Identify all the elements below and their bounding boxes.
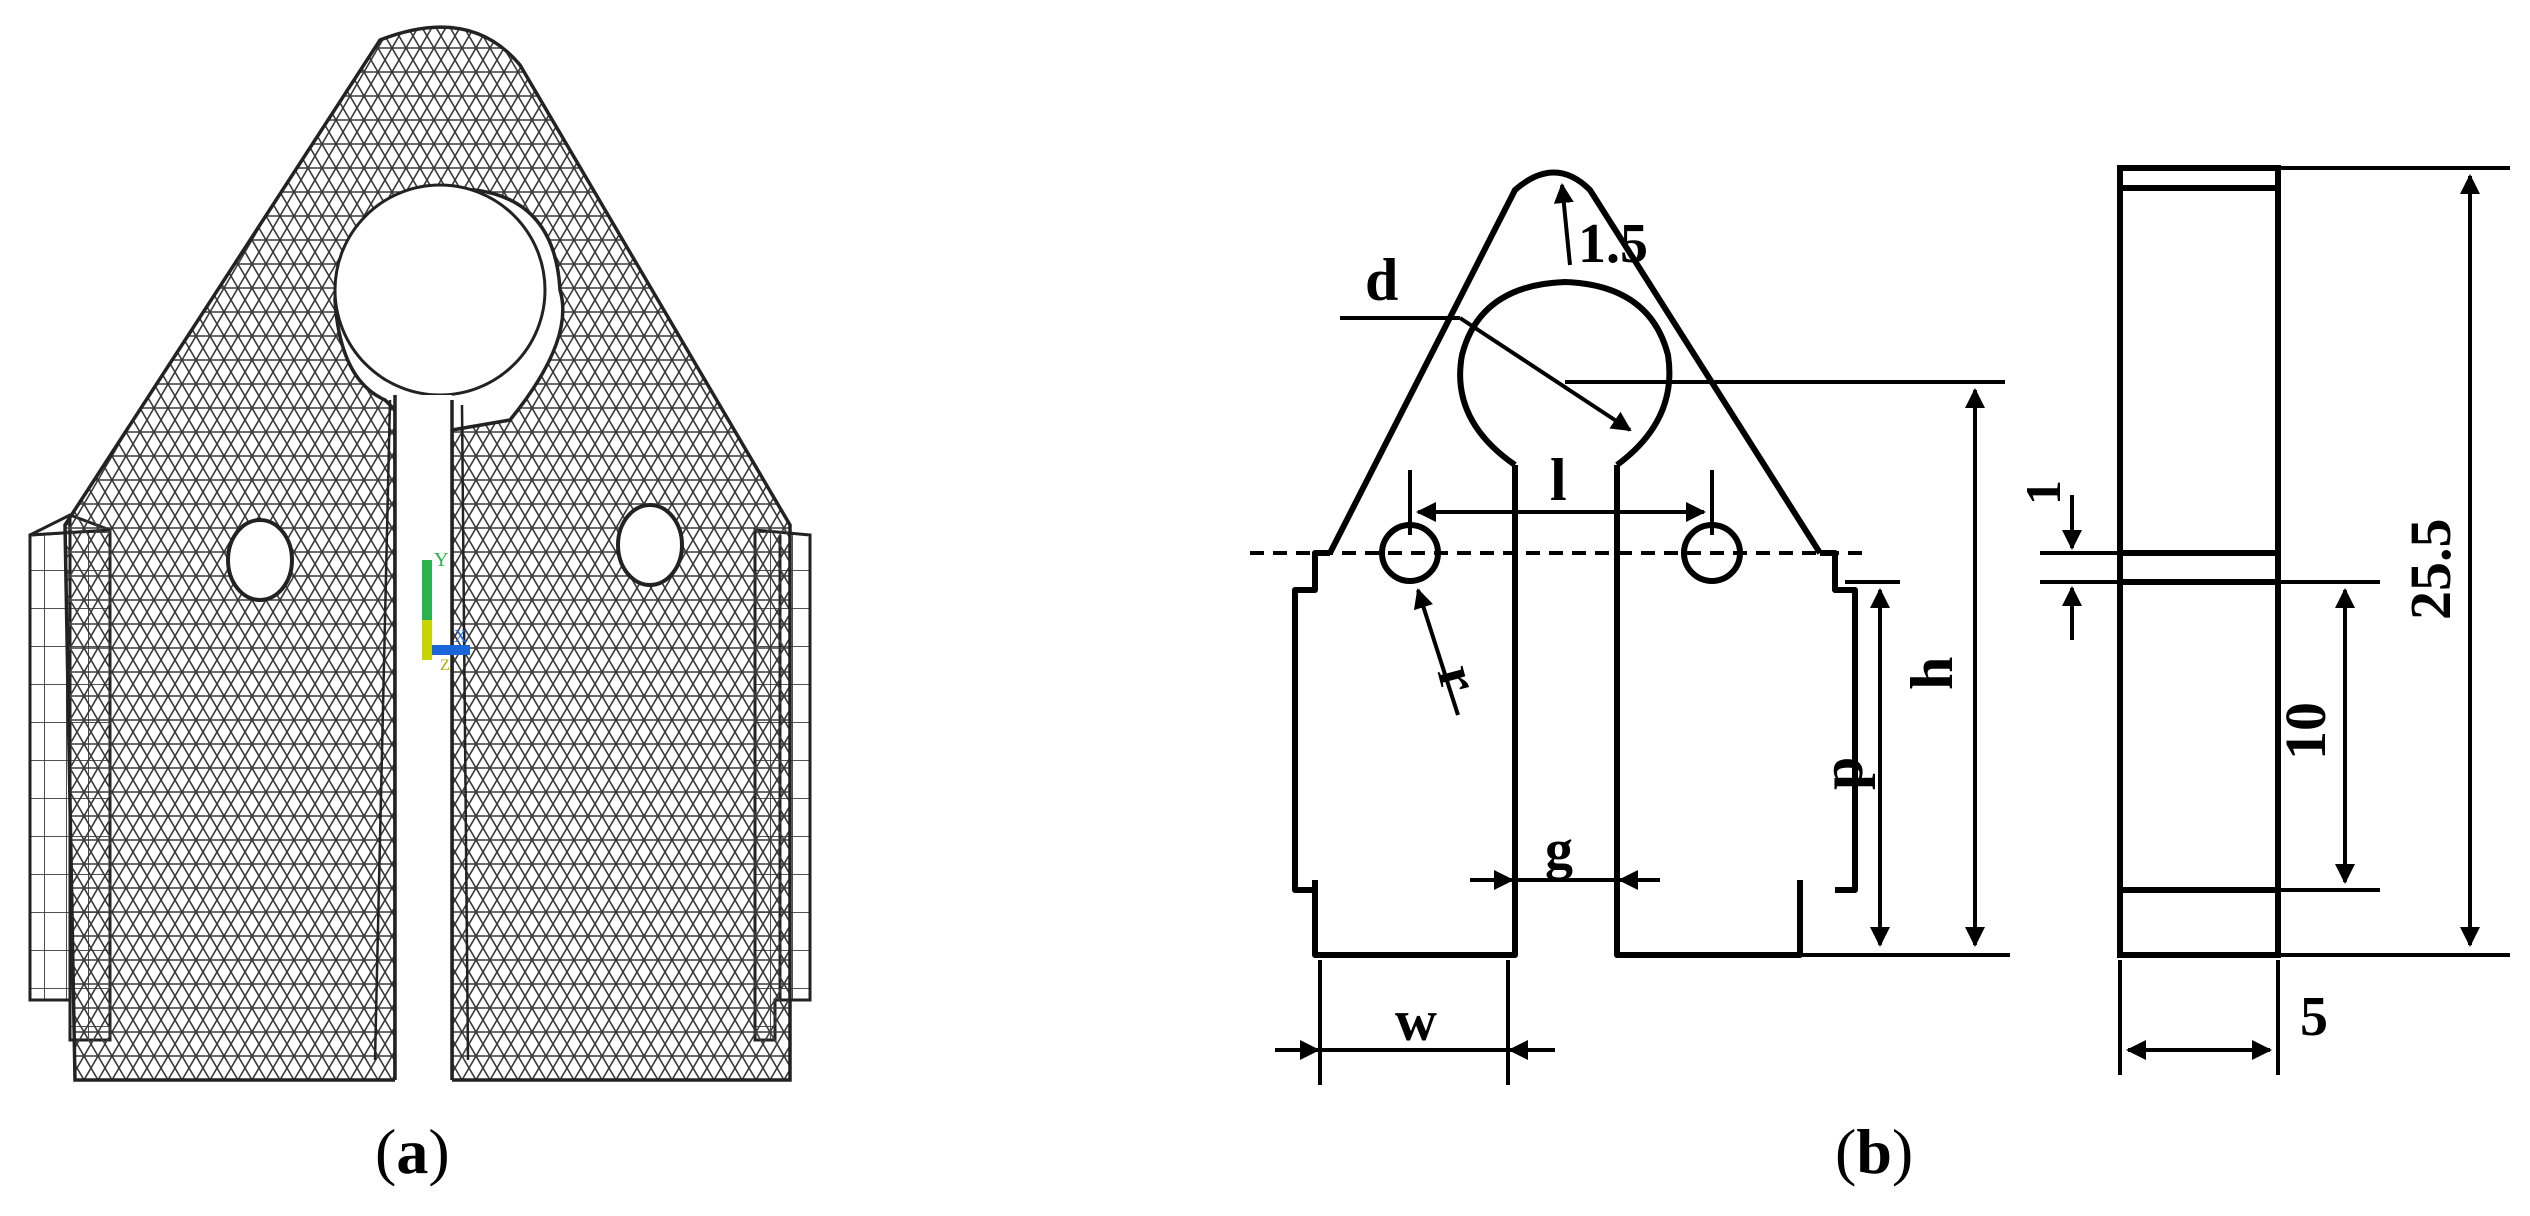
- axis-x-label: X: [454, 626, 467, 646]
- caption-b: (b): [1835, 1116, 1914, 1187]
- label-tip-radius: 1.5: [1578, 213, 1648, 275]
- panel-a-mesh-model: Y X Z: [28, 25, 812, 1085]
- front-outline: [1327, 169, 1823, 555]
- label-l: l: [1550, 447, 1567, 513]
- axis-y-label: Y: [434, 549, 448, 571]
- label-h: h: [1899, 657, 1965, 690]
- front-dimensions: [1275, 183, 2010, 1085]
- main-body: [63, 25, 792, 1085]
- label-thickness: 5: [2300, 986, 2328, 1048]
- label-side-height: 10: [2273, 702, 2338, 760]
- left-flange: [1292, 550, 1330, 893]
- label-total-height: 25.5: [2398, 519, 2463, 621]
- label-small-gap: 1: [2015, 480, 2071, 505]
- label-g: g: [1545, 819, 1573, 881]
- side-dimensions: [2040, 166, 2510, 1075]
- axis-z-label: Z: [440, 657, 450, 674]
- label-p: p: [1809, 757, 1875, 790]
- label-w: w: [1395, 988, 1437, 1053]
- label-r: r: [1425, 658, 1491, 698]
- label-d: d: [1365, 247, 1398, 313]
- panel-b-side-view: [2117, 165, 2281, 958]
- caption-b-letter: b: [1856, 1116, 1892, 1187]
- caption-a: (a): [375, 1116, 450, 1187]
- side-body: [2117, 165, 2281, 958]
- keyhole: [1457, 279, 1673, 468]
- right-flange: [1820, 550, 1858, 893]
- axis-triad: Y X Z: [422, 549, 470, 674]
- caption-a-letter: a: [396, 1116, 429, 1187]
- slot-right-edge: [1614, 465, 1803, 958]
- slot-left-edge: [1312, 465, 1518, 958]
